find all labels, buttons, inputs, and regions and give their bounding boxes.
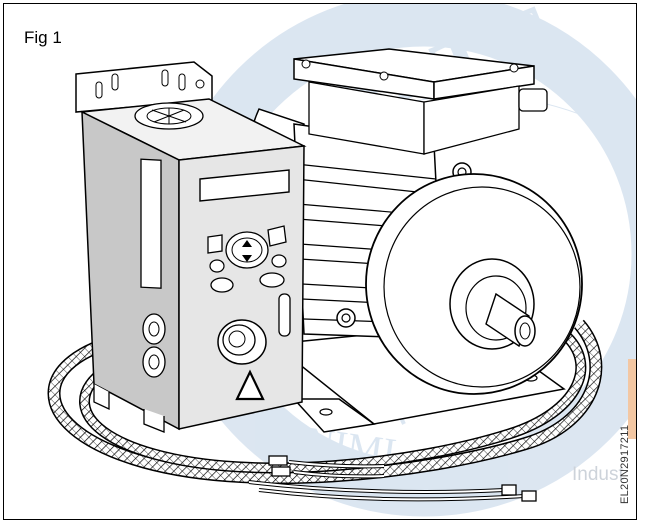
vfd-drive [75,61,307,433]
motor-end-shield [365,173,583,395]
figure-code: EL20N2917211 [619,424,631,504]
figure-label: Fig 1 [24,28,62,47]
watermark-text: Indust [572,464,624,485]
figure-frame: DATT NIMI [3,3,637,520]
vfd-motor-illustration: DATT NIMI [47,4,636,517]
cable-bundle [47,319,603,502]
accent-strip [628,359,636,439]
